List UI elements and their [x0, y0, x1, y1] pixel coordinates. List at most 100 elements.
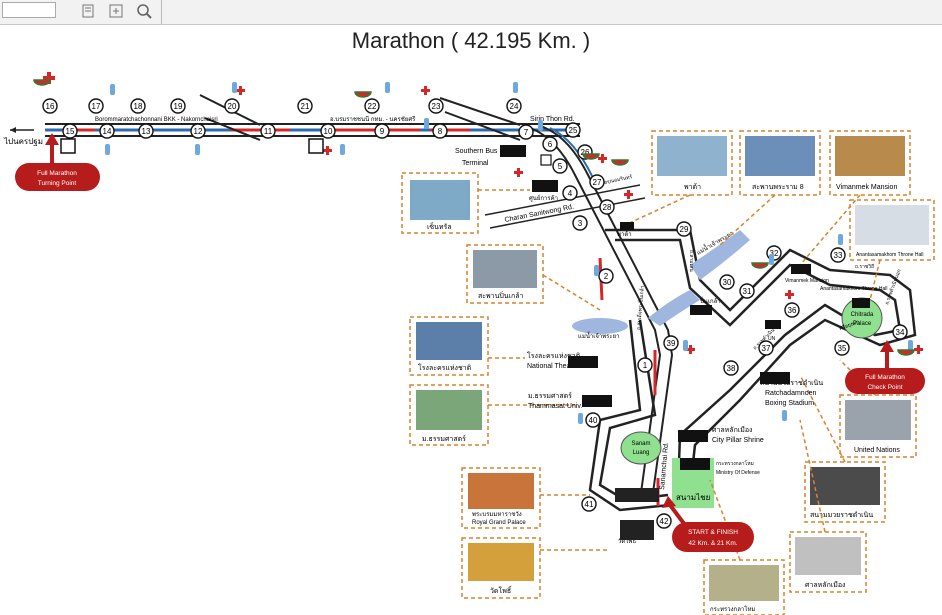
marathon-route-map: ไปนครปฐม Borommaratchachonnani BKK - Nak…: [3, 72, 935, 615]
km-marker-circle: [663, 335, 679, 351]
km-marker-circle: [428, 98, 444, 114]
km-marker-circle: [599, 199, 615, 215]
grand-palace-th-caption: พระบรมมหาราชวัง: [472, 511, 522, 518]
km-marker-circle: [784, 302, 800, 318]
km-marker-circle: [552, 158, 568, 174]
river: [572, 318, 628, 334]
km-marker-label: 10: [324, 127, 333, 136]
km-marker-circle: [224, 98, 240, 114]
landmark-labels: โรงละครแห่งชาติ National Theater ม.ธรรมศ…: [527, 173, 903, 545]
ananta-caption: Anantasamakhom Throne Hall: [856, 252, 923, 258]
km-marker-label: 2: [604, 272, 609, 281]
toilet-icons: [60, 138, 552, 166]
km-marker-circle: [572, 215, 588, 231]
km-marker-label: 31: [743, 287, 752, 296]
defense-caption: กระทรวงกลาโหม: [710, 605, 755, 613]
boxing-caption: สนามมวยราชดำเนิน: [810, 511, 873, 519]
sanamchai-road-label: Sanamchai Rd.: [659, 442, 670, 490]
sanam-luang-park: [620, 431, 662, 465]
km-marker-label: 40: [589, 416, 598, 425]
photo-frames: เซ็นทรัล สะพานปิ่นเกล้า โรงละครแห่งชาติ …: [401, 130, 935, 615]
southern-bus-label: Southern Bus: [455, 148, 498, 155]
first-aid-icons: [43, 72, 923, 354]
defense-label: Ministry Of Defense: [716, 470, 760, 476]
boxing-label: Boxing Stadium: [765, 400, 814, 407]
river: [648, 290, 700, 326]
km-marker-label: 26: [581, 148, 590, 157]
km-marker-label: 27: [593, 178, 602, 187]
km-marker-circle: [581, 496, 597, 512]
km-marker-circle: [723, 360, 739, 376]
check-point-label: Full Marathon: [865, 374, 905, 381]
km-marker-label: 32: [770, 249, 779, 258]
ananta-small-label: Anantasamakhom Throne Hall: [820, 286, 887, 292]
km-marker-label: 39: [667, 339, 676, 348]
bridge8-caption: สะพานพระราม 8: [752, 184, 804, 191]
page-number-field[interactable]: [2, 2, 56, 18]
km-marker-circle: [190, 123, 206, 139]
sanam-luang-label: Luang: [633, 450, 650, 456]
km-marker-circle: [565, 122, 581, 138]
wat-pho-label: วัดโพธิ์: [618, 536, 637, 545]
km-marker-circle: [637, 357, 653, 373]
zoom-icon[interactable]: [134, 1, 154, 21]
defense-th-label: กระทรวงกลาโหม: [716, 460, 754, 467]
pata-label: พาต้า: [617, 231, 632, 238]
page-icon[interactable]: [78, 1, 98, 21]
km-marker-circle: [62, 123, 78, 139]
somdet-label: ถ.สมเด็จพระปิ่นเกล้า: [634, 285, 646, 330]
water-bottle-icons: [105, 82, 913, 424]
km-marker-label: 35: [838, 344, 847, 353]
km-marker-label: 5: [558, 162, 563, 171]
km-marker-circle: [320, 123, 336, 139]
vimanmek-caption: Vimanmek Mansion: [836, 184, 897, 191]
theater-label: National Theater: [527, 363, 579, 370]
km-marker-circle: [585, 412, 601, 428]
chitrada-label: Chitrada: [851, 312, 874, 318]
km-marker-label: 23: [432, 102, 441, 111]
km-marker-circle: [676, 221, 692, 237]
refreshment-icons: [33, 79, 915, 356]
km-marker-label: 19: [174, 102, 183, 111]
river: [690, 230, 750, 280]
km-marker-circle: [138, 123, 154, 139]
viewer-toolbar: [0, 0, 942, 25]
vimanmek-small-label: Vimanmek Mansion: [785, 278, 829, 284]
start-finish-callout: START & FINISH 42 Km. & 21 Km.: [662, 496, 754, 552]
pillar-label: City Pillar Shrine: [712, 437, 764, 444]
turning-point-label: Turning Point: [38, 180, 77, 187]
pillar-caption: ศาลหลักเมือง: [805, 581, 845, 589]
highway-label: Borommaratchachonnani BKK - Nakornchaisr…: [95, 117, 218, 123]
km-marker-label: 8: [438, 127, 443, 136]
km-marker-label: 30: [723, 278, 732, 287]
km-marker-label: 1: [643, 361, 648, 370]
km-marker-circle: [297, 98, 313, 114]
to-pathum-label: ไปนครปฐม: [3, 137, 43, 146]
pillar-th-label: ศาลหลักเมือง: [712, 426, 752, 434]
km-marker-label: 3: [578, 219, 583, 228]
phra-pin-label: ปิ่นเกล้า: [699, 297, 720, 305]
un-caption: United Nations: [854, 447, 900, 454]
km-marker-label: 17: [92, 102, 101, 111]
km-marker-label: 41: [585, 500, 594, 509]
km-marker-label: 33: [834, 251, 843, 260]
km-marker-label: 37: [762, 344, 771, 353]
terminal-label: Terminal: [462, 160, 489, 167]
km-marker-label: 11: [264, 127, 273, 136]
grand-palace-caption: Royal Grand Palace: [472, 520, 526, 526]
wat-pho-caption: วัดโพธิ์: [490, 585, 513, 595]
km-marker-label: 9: [380, 127, 385, 136]
km-marker-label: 34: [896, 328, 905, 337]
river-label: แม่น้ำเจ้าพระยา: [578, 330, 620, 340]
ratchawithi-label: ถ.ราชวิถี: [855, 263, 874, 270]
thammasat-label: Thammasat Univ.: [528, 403, 582, 410]
bus-terminal-icon: [500, 145, 526, 157]
km-marker-label: 16: [46, 102, 55, 111]
start-finish-label: 42 Km. & 21 Km.: [688, 540, 737, 547]
km-marker-circle: [374, 123, 390, 139]
km-marker-label: 22: [368, 102, 377, 111]
km-marker-label: 29: [680, 225, 689, 234]
km-marker-circle: [364, 98, 380, 114]
fit-icon[interactable]: [106, 1, 126, 21]
